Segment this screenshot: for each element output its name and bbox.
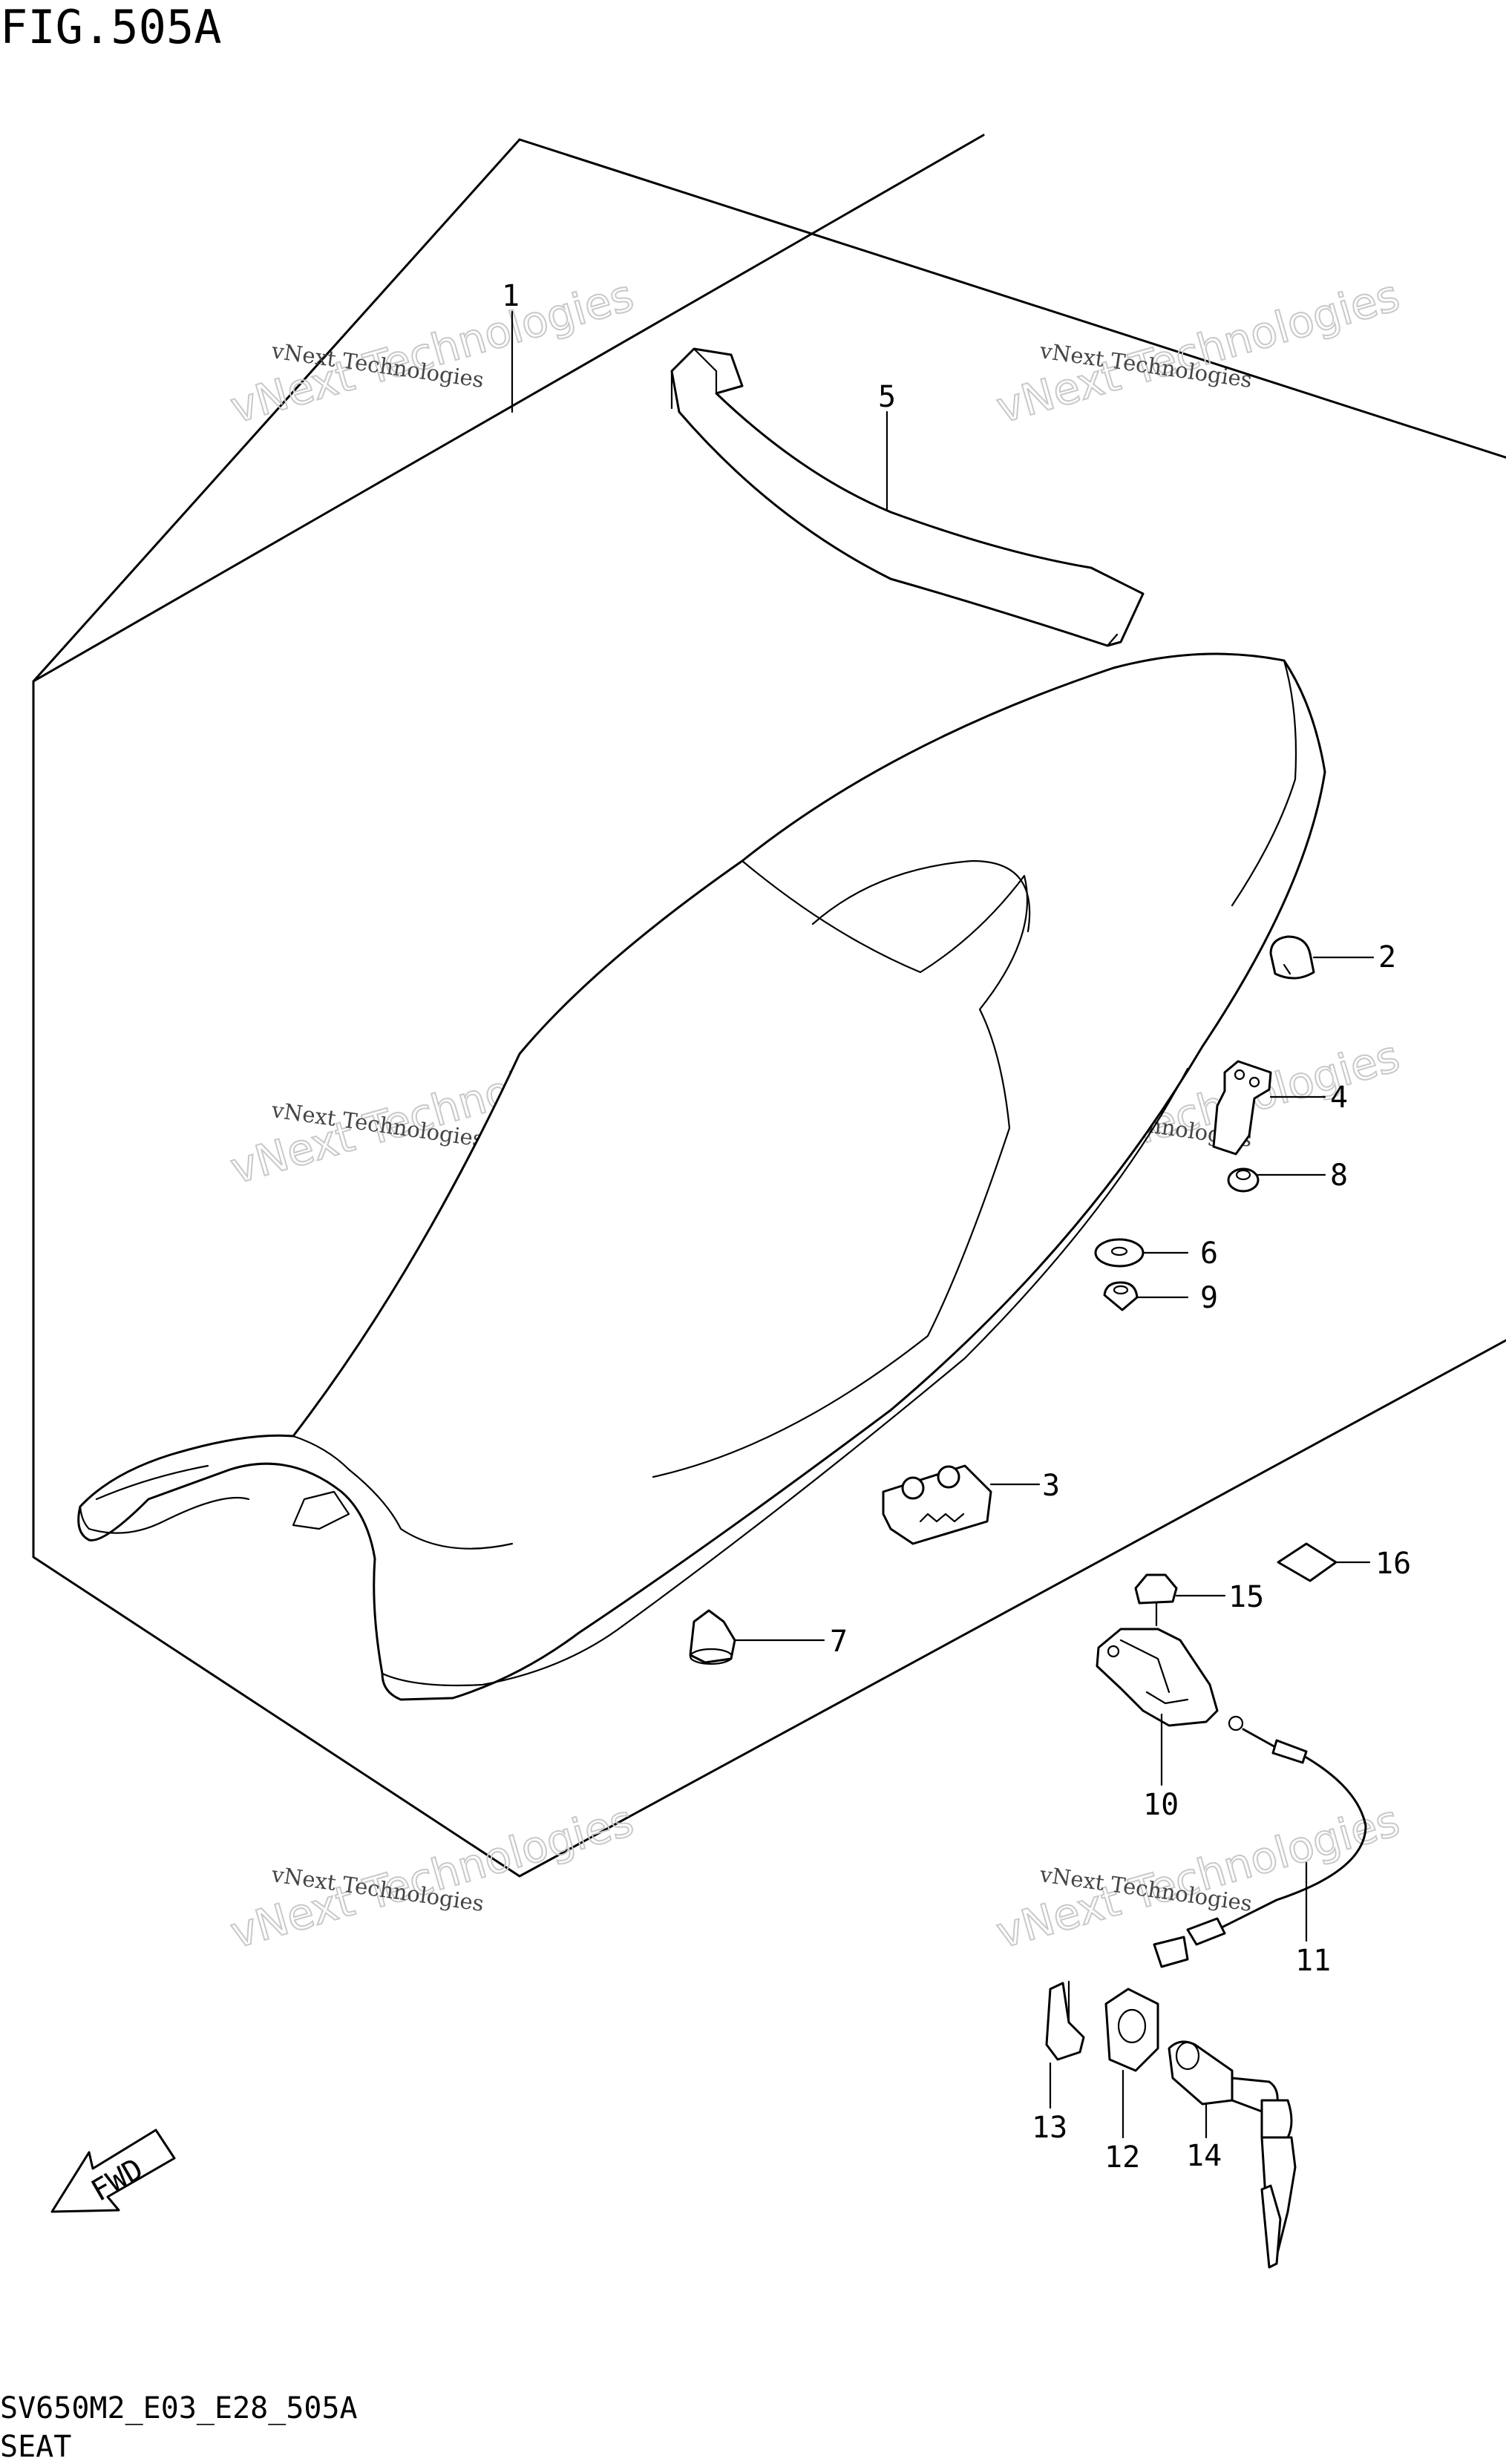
- callout-13: 13: [1032, 2111, 1067, 2145]
- bracket-part-4: [1212, 1060, 1272, 1156]
- figure-code: SV650M2_E03_E28_505A: [0, 2391, 358, 2425]
- assembly-outline: [32, 138, 1506, 1878]
- callout-5: 5: [878, 380, 896, 414]
- seat: [77, 652, 1326, 1701]
- fwd-arrow-icon: FWD: [50, 2129, 176, 2213]
- callout-1: 1: [502, 279, 520, 313]
- bolt-part-15: [1134, 1573, 1178, 1627]
- figure-title: FIG.505A: [0, 0, 222, 54]
- figure-caption: SEAT: [0, 2430, 71, 2464]
- callout-16: 16: [1375, 1547, 1411, 1581]
- callout-14: 14: [1186, 2139, 1222, 2173]
- clip-part-13: [1045, 1980, 1085, 2061]
- cushion-part-7: [689, 1609, 736, 1665]
- block-part-3: [882, 1464, 992, 1545]
- callout-12: 12: [1104, 2140, 1140, 2175]
- watermark-top-right: vNext Technologies vNext Technologies: [990, 269, 1406, 434]
- seat-strap: [670, 347, 1145, 647]
- callout-6: 6: [1200, 1236, 1218, 1271]
- plate-part-12: [1104, 1988, 1159, 2072]
- cable-part-11: [1153, 1715, 1367, 1968]
- callout-8: 8: [1330, 1159, 1348, 1193]
- assembly-outline-top-right: [518, 138, 1506, 459]
- callout-11: 11: [1295, 1944, 1331, 1978]
- callout-15: 15: [1228, 1580, 1264, 1614]
- leader-lines: [511, 310, 1375, 2139]
- watermark-top-left: vNext Technologies vNext Technologies: [224, 269, 640, 434]
- assembly-outline-left-top: [32, 134, 985, 683]
- callout-4: 4: [1330, 1081, 1348, 1115]
- callout-2: 2: [1378, 940, 1396, 974]
- callout-9: 9: [1200, 1281, 1218, 1315]
- callouts: 1 5 2 4 8 6 9 3 7 16 15 10 11 13 12 14: [502, 279, 1411, 2175]
- nut-part-8: [1227, 1167, 1260, 1193]
- washer-part-6: [1094, 1238, 1145, 1268]
- seat-lock-part-10: [1096, 1628, 1219, 1727]
- cushion-part-2: [1269, 935, 1315, 980]
- callout-3: 3: [1042, 1469, 1060, 1503]
- nut-part-9: [1103, 1281, 1139, 1311]
- callout-7: 7: [830, 1625, 848, 1659]
- callout-10: 10: [1143, 1788, 1179, 1822]
- key-lock-part-14: [1168, 2040, 1297, 2269]
- label-part-16: [1277, 1542, 1338, 1582]
